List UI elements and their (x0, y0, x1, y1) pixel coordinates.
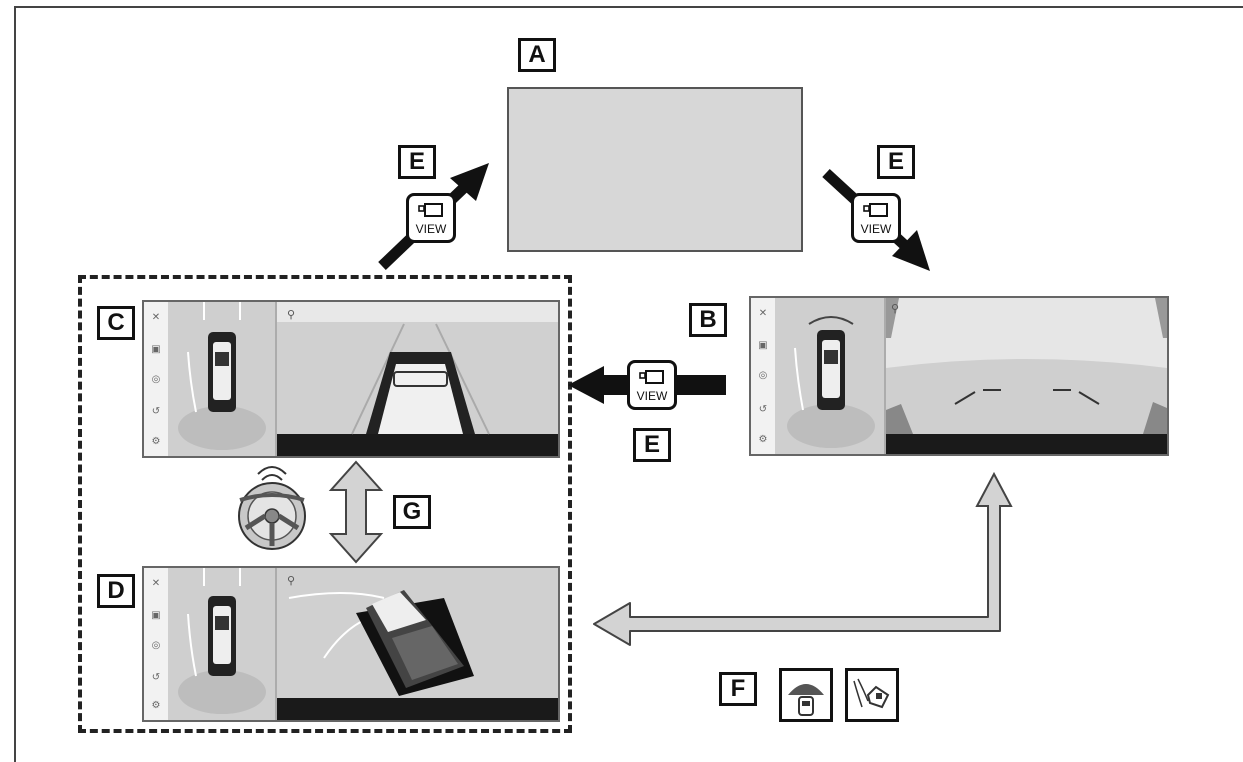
close-icon: ✕ (151, 312, 161, 323)
screen-d: ✕ ▣ ◎ ↺ ⚙ ⚲ (142, 566, 560, 722)
label-b: B (689, 303, 727, 337)
screen-b: ✕ ▣ ◎ ↺ ⚙ ⚲ (749, 296, 1169, 456)
close-icon: ✕ (151, 578, 161, 589)
camera-icon (639, 370, 664, 384)
label-c: C (97, 306, 135, 340)
label-e-top-left: E (398, 145, 436, 179)
label-e-top-right: E (877, 145, 915, 179)
view-button-label: VIEW (636, 389, 668, 403)
screen-c-menu: ✕ ▣ ◎ ↺ ⚙ (144, 302, 169, 456)
camera-icon (418, 203, 443, 217)
screen-d-views: ⚲ (168, 568, 558, 720)
svg-text:⚲: ⚲ (287, 574, 295, 587)
settings-icon: ⚙ (151, 436, 161, 447)
car-3d-view (356, 590, 474, 696)
label-e-middle: E (633, 428, 671, 462)
diagram-frame (14, 6, 1243, 762)
camera-icon: ▣ (151, 344, 161, 355)
screen-d-menu: ✕ ▣ ◎ ↺ ⚙ (144, 568, 169, 720)
front-sensor-view-button[interactable] (779, 668, 833, 722)
svg-text:⚲: ⚲ (287, 308, 295, 321)
screen-c-views: ⚲ (168, 302, 558, 456)
rotate-icon: ↺ (151, 406, 161, 417)
view-button-label: VIEW (860, 222, 892, 236)
label-d: D (97, 574, 135, 608)
view-button-label: VIEW (415, 222, 447, 236)
arrow-f-path (593, 471, 1013, 646)
screen-c: ✕ ▣ ◎ ↺ ⚙ ⚲ (142, 300, 560, 458)
rotate-icon: ↺ (758, 404, 768, 415)
arrow-c-d-toggle (328, 460, 384, 564)
label-g: G (393, 495, 431, 529)
settings-icon: ⚙ (151, 700, 161, 711)
side-car-view-icon (853, 678, 890, 709)
car-top-view (208, 596, 236, 676)
screen-b-views: ⚲ (775, 298, 1167, 454)
screen-a (507, 87, 803, 252)
svg-text:⚲: ⚲ (891, 302, 899, 315)
sensor-icon: ◎ (151, 374, 161, 385)
sensor-icon: ◎ (151, 640, 161, 651)
camera-icon (863, 203, 888, 217)
label-a: A (518, 38, 556, 72)
side-car-view-button[interactable] (845, 668, 899, 722)
camera-icon: ▣ (758, 340, 768, 351)
car-top-view (208, 332, 236, 412)
camera-group-c-d (78, 275, 572, 733)
car-top-view (817, 330, 845, 410)
sensor-icon: ◎ (758, 370, 768, 381)
label-f: F (719, 672, 757, 706)
camera-icon: ▣ (151, 610, 161, 621)
view-button-top-left[interactable]: VIEW (406, 193, 456, 243)
view-button-middle[interactable]: VIEW (627, 360, 677, 410)
front-sensor-view-icon (788, 684, 824, 716)
close-icon: ✕ (758, 308, 768, 319)
view-button-top-right[interactable]: VIEW (851, 193, 901, 243)
rotate-icon: ↺ (151, 672, 161, 683)
settings-icon: ⚙ (758, 434, 768, 445)
